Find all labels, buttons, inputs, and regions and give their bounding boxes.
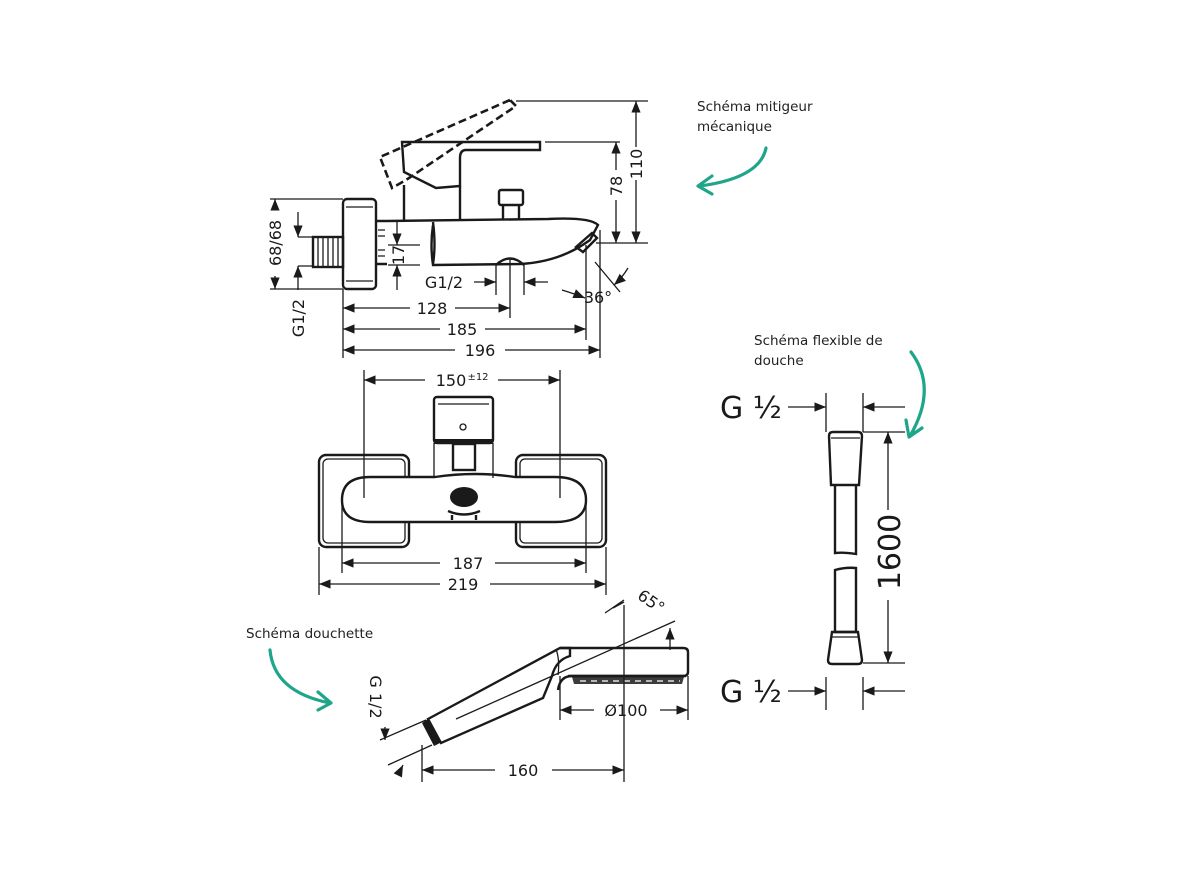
dim-handshower-thread: G 1/2 [366, 675, 385, 718]
teal-arrow-mixer-icon [696, 146, 768, 196]
wall-flange [341, 197, 378, 291]
dim-187: 187 [453, 554, 484, 573]
teal-arrow-hose-icon [904, 350, 926, 439]
shower-hose: G ½ G ½ 1600 [720, 391, 908, 710]
dim-78: 78 [607, 176, 626, 196]
dim-185: 185 [447, 320, 478, 339]
spout [386, 217, 600, 267]
hose-bottom-nut [826, 630, 864, 666]
dim-110: 110 [627, 149, 646, 180]
dim-hose-thread-top: G ½ [720, 391, 782, 426]
dim-angle-36: 36° [584, 288, 612, 307]
dim-68-68: 68/68 [266, 220, 285, 266]
mixer-lever [400, 140, 542, 190]
dim-150: 150 [436, 371, 467, 390]
lever-raised-outline [378, 98, 519, 190]
mixer-body [402, 185, 462, 220]
outlet-knob [450, 487, 478, 507]
dim-g12-outlet: G1/2 [425, 273, 463, 292]
caption-hose-line2: douche [754, 353, 804, 369]
caption-handshower: Schéma douchette [246, 626, 373, 712]
caption-mixer-line1: Schéma mitigeur [697, 99, 813, 115]
teal-arrow-handshower-icon [268, 648, 333, 712]
diverter-knob [497, 188, 525, 207]
shower-head [556, 646, 690, 691]
shower-handle [426, 646, 572, 745]
dim-150-tolerance: ±12 [467, 372, 488, 383]
caption-mixer: Schéma mitigeur mécanique [696, 99, 813, 196]
hose-top-nut [827, 430, 864, 487]
dim-219: 219 [448, 575, 479, 594]
dim-196: 196 [465, 341, 496, 360]
caption-hose-line1: Schéma flexible de [754, 333, 883, 349]
dim-diameter-100: Ø100 [604, 701, 647, 720]
caption-mixer-line2: mécanique [697, 119, 772, 135]
dim-17: 17 [389, 245, 408, 265]
dim-hose-length: 1600 [873, 514, 908, 590]
dim-length-160: 160 [508, 761, 539, 780]
mixer-side-view: 110 78 68/68 G1/2 17 G1/2 36° 12 [266, 98, 648, 360]
dim-g12-inlet: G1/2 [289, 299, 308, 337]
dim-angle-65: 65° [634, 586, 668, 618]
mixer-top-view: 150 ±12 187 219 [317, 370, 608, 595]
dim-hose-thread-bottom: G ½ [720, 675, 782, 710]
caption-hose: Schéma flexible de douche [754, 333, 926, 439]
caption-handshower-text: Schéma douchette [246, 626, 373, 642]
hand-shower: 65° G 1/2 Ø100 160 [366, 586, 690, 782]
dim-128: 128 [417, 299, 448, 318]
